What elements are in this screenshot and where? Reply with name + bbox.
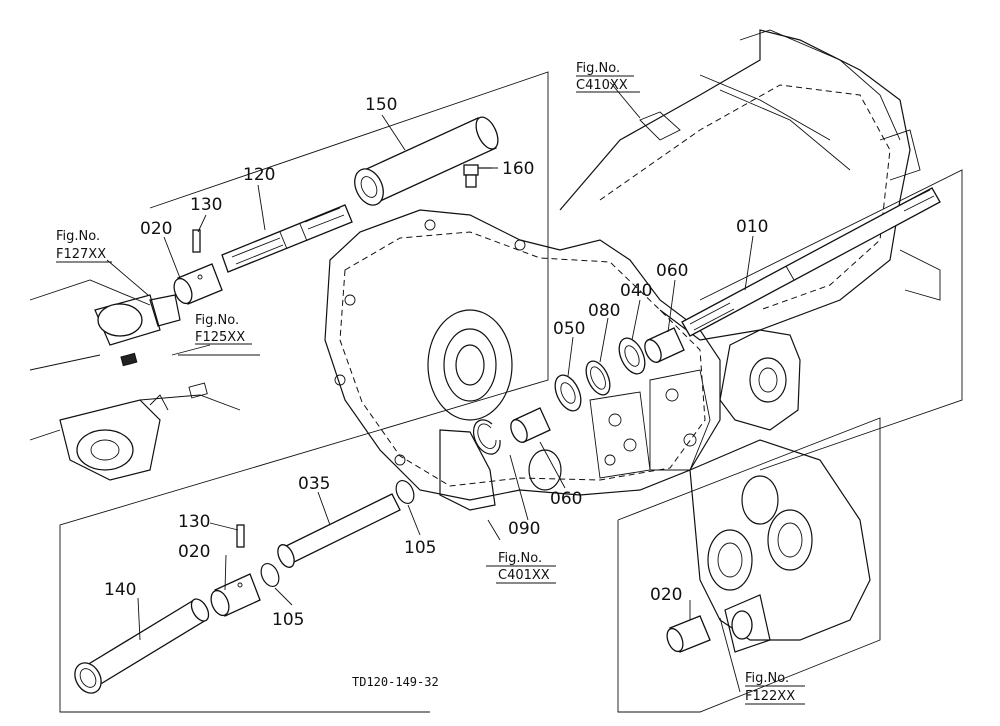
part-020-collar-right: [666, 615, 711, 653]
left-axle-assembly: [29, 279, 241, 481]
fig-ref-prefix-c410: Fig.No.: [576, 61, 620, 76]
upper-assembly-frame: [59, 71, 549, 713]
label-150: 150: [365, 95, 397, 115]
fig-ref-c410: C410XX: [576, 78, 628, 93]
part-035-tube: [277, 493, 401, 568]
label-160: 160: [502, 159, 534, 179]
label-105-a: 105: [404, 538, 436, 558]
label-130-top: 130: [190, 195, 222, 215]
part-080-ring: [585, 360, 611, 396]
part-120-shaft: [221, 204, 353, 273]
part-040-bearing: [618, 337, 646, 375]
label-020-bottom: 020: [178, 542, 210, 562]
fig-ref-prefix-c401: Fig.No.: [498, 551, 542, 566]
part-060-bushing-top: [644, 327, 685, 363]
leader-lines: [56, 75, 805, 705]
label-090: 090: [508, 519, 540, 539]
part-050-seal: [554, 374, 582, 412]
label-040: 040: [620, 281, 652, 301]
control-block: [649, 329, 801, 471]
part-number-labels: 150 160 120 130 020 010 060 040 080 050 …: [104, 95, 768, 630]
part-020-collar-bottom: [210, 573, 261, 617]
fig-ref-f125: F125XX: [195, 330, 245, 345]
fig-ref-f127: F127XX: [56, 247, 106, 262]
fig-ref-prefix-f122: Fig.No.: [745, 671, 789, 686]
label-060-top: 060: [656, 261, 688, 281]
label-050: 050: [553, 319, 585, 339]
part-130-pin-bottom: [236, 524, 245, 548]
fig-ref-prefix-f125: Fig.No.: [195, 313, 239, 328]
label-010: 010: [736, 217, 768, 237]
label-035: 035: [298, 474, 330, 494]
fig-ref-f122: F122XX: [745, 689, 795, 704]
label-130-bottom: 130: [178, 512, 210, 532]
transmission-case: [559, 29, 941, 341]
part-090-snap-ring: [472, 419, 501, 455]
part-105-oring-a: [395, 480, 415, 504]
label-020-top: 020: [140, 219, 172, 239]
fig-ref-prefix-f127: Fig.No.: [56, 229, 100, 244]
right-assembly-frame: [699, 169, 963, 471]
drawing-code: TD120-149-32: [352, 675, 439, 689]
part-140-tube: [74, 598, 210, 694]
label-080: 080: [588, 301, 620, 321]
part-130-pin-top: [192, 229, 201, 253]
part-010-shaft: [681, 187, 941, 337]
label-140: 140: [104, 580, 136, 600]
label-120: 120: [243, 165, 275, 185]
part-060-bushing-mid: [510, 407, 551, 443]
part-020-collar-top: [173, 263, 223, 305]
lower-right-frame: [617, 417, 881, 713]
label-020-right: 020: [650, 585, 682, 605]
figure-references: Fig.No. C410XX Fig.No. F127XX Fig.No. F1…: [56, 61, 795, 704]
part-105-oring-b: [260, 563, 280, 587]
part-150-tube: [354, 116, 499, 206]
gearbox-housing: [324, 209, 721, 511]
label-060-mid: 060: [550, 489, 582, 509]
fig-ref-c401: C401XX: [498, 568, 550, 583]
label-105-b: 105: [272, 610, 304, 630]
rear-housing: [689, 439, 871, 653]
